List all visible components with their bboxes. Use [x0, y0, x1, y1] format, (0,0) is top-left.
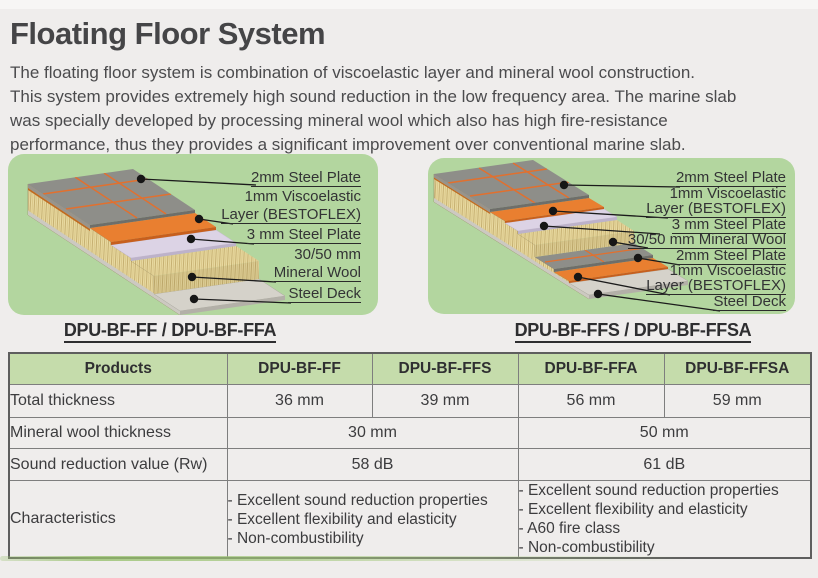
leader-lines: [543, 184, 721, 312]
leader-dots: [539, 180, 643, 299]
floor-layers-diagram-right: [433, 160, 721, 312]
intro-paragraph: The floating floor system is combination…: [10, 61, 810, 157]
layer-label-viscoelastic-upper: 1mm Viscoelastic: [669, 185, 786, 202]
cell-value: 30 mm: [226, 417, 519, 449]
column-header-dpu-bf-ffa: DPU-BF-FFA: [517, 352, 665, 385]
layer-label-mineral-wool: 30/50 mm Mineral Wool: [627, 231, 786, 249]
characteristic-item: - Excellent flexibility and elasticity: [518, 501, 748, 518]
product-comparison-table: Products DPU-BF-FF DPU-BF-FFS DPU-BF-FFA…: [8, 352, 812, 559]
leader-dots: [136, 174, 204, 304]
row-label: Sound reduction value (Rw): [8, 448, 228, 481]
layer-viscoelastic-upper: [490, 198, 604, 223]
floor-layers-diagram-left: [27, 169, 292, 315]
characteristics-cell-ff: - Excellent sound reduction properties -…: [226, 480, 519, 559]
leader-lines: [140, 178, 292, 304]
table-row-sound-reduction: Sound reduction value (Rw) 58 dB 61 dB: [8, 448, 812, 481]
layer-steel-plate-2mm-top: [434, 160, 589, 212]
diagram-panel-left: 2mm Steel Plate 1mm Viscoelastic Layer (…: [8, 154, 378, 315]
characteristic-item: - A60 fire class: [518, 520, 621, 537]
paragraph-line: This system provides extremely high soun…: [10, 87, 737, 106]
characteristics-cell-ffa: - Excellent sound reduction properties -…: [517, 480, 812, 559]
table-row-characteristics: Characteristics - Excellent sound reduct…: [8, 480, 812, 559]
product-caption-left: DPU-BF-FF / DPU-BF-FFA: [15, 320, 325, 343]
layer-label-steel-lower: 2mm Steel Plate: [675, 247, 786, 265]
characteristic-item: - Excellent flexibility and elasticity: [227, 510, 457, 528]
cell-value: 56 mm: [517, 384, 665, 418]
layer-label-steel-deck: Steel Deck: [288, 285, 361, 303]
characteristic-item: - Non-combustibility: [227, 529, 364, 547]
cell-value: 61 dB: [517, 448, 812, 481]
product-caption-text: DPU-BF-FFS / DPU-BF-FFSA: [514, 320, 752, 343]
cell-value: 50 mm: [517, 417, 812, 449]
layer-label-mineral-wool: 30/50 mm: [294, 246, 361, 263]
layer-label-steel-top: 2mm Steel Plate: [250, 169, 361, 187]
column-header-dpu-bf-ffsa: DPU-BF-FFSA: [663, 352, 812, 385]
scan-edge: [0, 0, 818, 9]
characteristic-item: - Excellent sound reduction properties: [227, 491, 488, 509]
table-row-total-thickness: Total thickness 36 mm 39 mm 56 mm 59 mm: [8, 384, 812, 418]
column-header-dpu-bf-ffs: DPU-BF-FFS: [371, 352, 519, 385]
layer-label-viscoelastic-upper: Layer (BESTOFLEX): [646, 200, 786, 218]
paragraph-line: The floating floor system is combination…: [10, 63, 696, 82]
layer-viscoelastic: [90, 213, 216, 245]
layer-label-steel-mid: 3 mm Steel Plate: [671, 216, 786, 234]
characteristic-item: - Non-combustibility: [518, 539, 655, 556]
cell-value: 36 mm: [226, 384, 373, 418]
steel-plate-seams: [544, 247, 645, 263]
layer-steel-plate-2mm-lower: [535, 243, 653, 272]
layer-label-viscoelastic-lower: 1mm Viscoelastic: [669, 262, 786, 279]
cell-value: 58 dB: [226, 448, 519, 481]
product-caption-right: DPU-BF-FFS / DPU-BF-FFSA: [478, 320, 788, 343]
layer-label-viscoelastic: 1mm Viscoelastic: [244, 188, 361, 205]
layer-label-steel-top: 2mm Steel Plate: [675, 169, 786, 187]
column-header-products: Products: [8, 352, 228, 385]
layer-label-steel-mid: 3 mm Steel Plate: [246, 226, 361, 244]
diagram-panel-right: 2mm Steel Plate 1mm Viscoelastic Layer (…: [428, 158, 795, 314]
table-row-mineral-wool-thickness: Mineral wool thickness 30 mm 50 mm: [8, 417, 812, 449]
row-label: Total thickness: [8, 384, 228, 418]
paragraph-line: performance, thus they provides a signif…: [10, 135, 686, 154]
layer-label-viscoelastic-lower: Layer (BESTOFLEX): [646, 277, 786, 295]
paragraph-line: was specially developed by processing mi…: [10, 111, 668, 130]
green-accent-line: [0, 556, 690, 561]
cell-value: 39 mm: [371, 384, 519, 418]
layer-label-steel-deck: Steel Deck: [713, 293, 786, 311]
layer-label-mineral-wool: Mineral Wool: [273, 264, 361, 282]
layer-viscoelastic-lower: [554, 258, 668, 283]
slab-side-face: [27, 183, 181, 315]
row-label: Characteristics: [8, 480, 228, 559]
product-caption-text: DPU-BF-FF / DPU-BF-FFA: [63, 320, 276, 343]
characteristic-item: - Excellent sound reduction properties: [518, 482, 779, 499]
table-header-row: Products DPU-BF-FF DPU-BF-FFS DPU-BF-FFA…: [8, 352, 812, 385]
column-header-dpu-bf-ff: DPU-BF-FF: [226, 352, 373, 385]
page-title: Floating Floor System: [10, 16, 326, 51]
layer-mineral-wool: [518, 220, 634, 257]
row-label: Mineral wool thickness: [8, 417, 228, 449]
layer-steel-plate-2mm: [28, 169, 195, 228]
layer-label-viscoelastic: Layer (BESTOFLEX): [221, 206, 361, 224]
steel-plate-seams: [447, 162, 570, 204]
steel-plate-seams: [42, 172, 172, 219]
cell-value: 59 mm: [663, 384, 812, 418]
